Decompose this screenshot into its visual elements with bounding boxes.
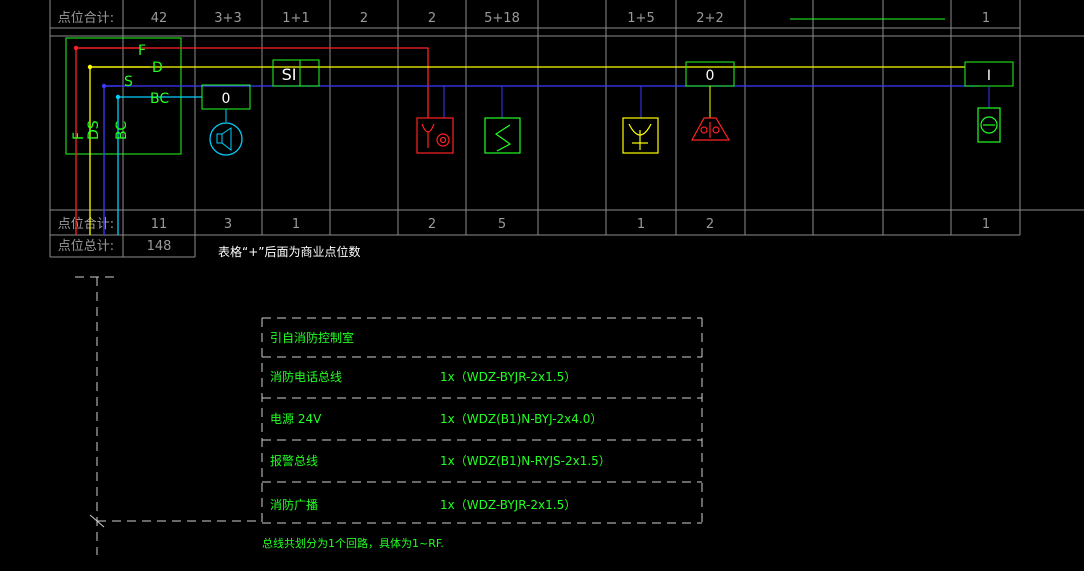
bottom-cell-7: 2 [706,217,714,232]
top-cell-8: 2+2 [696,11,723,26]
grand-total-row: 点位总计: 148 [58,239,172,254]
buses [75,47,980,235]
vertical-labels: F DS BC [71,120,130,140]
label-bc: BC [150,91,169,107]
bottom-cell-3: 1 [292,217,300,232]
bottom-cell-1: 11 [151,217,168,232]
label-f: F [138,43,146,59]
top-cell-1: 42 [151,11,168,26]
fire-panel-box [65,37,182,155]
control-module-label: 0 [706,68,715,84]
table-grid [49,0,1084,258]
legend-footer: 总线共划分为1个回路，具体为1~RF. [262,536,444,550]
label-s: S [124,74,133,90]
junction-dots [73,45,121,100]
top-row-header: 点位合计: [58,11,114,26]
legend-row-1-name: 引自消防控制室 [270,330,354,345]
total-row-header: 点位总计: [58,239,114,254]
legend-row-2-name: 消防电话总线 [270,369,342,384]
vlabel-ds: DS [86,120,102,140]
bottom-cell-8: 1 [982,217,990,232]
legend-text: 引自消防控制室 消防电话总线 1x（WDZ-BYJR-2x1.5） 电源 24V… [262,330,611,550]
bottom-cell-6: 1 [637,217,645,232]
legend-row-3-name: 电源 24V [270,412,322,426]
top-cell-5: 2 [428,11,436,26]
isolator-label: SI [282,65,297,84]
legend-row-4-name: 报警总线 [270,453,318,468]
sounder-strobe-icon [690,117,731,141]
top-total-row: 点位合计: 42 3+3 1+1 2 2 5+18 1+5 2+2 1 [58,11,990,26]
top-cell-3: 1+1 [282,11,309,26]
legend-row-4-cable: 1x（WDZ(B1)N-RYJS-2x1.5） [440,454,611,468]
cable-route-dashed [75,276,262,555]
top-cell-9: 1 [982,11,990,26]
bottom-total-row: 点位合计: 11 3 1 2 5 1 2 1 [58,217,990,232]
vlabel-f: F [71,132,87,140]
flow-indicator-icon [977,107,1001,143]
bottom-cell-4: 2 [428,217,436,232]
input-module-label: I [987,68,991,84]
bus-labels: F D S BC [124,43,169,107]
speaker-icon [209,122,243,156]
smoke-detector-icon [484,117,521,154]
legend-row-2-cable: 1x（WDZ-BYJR-2x1.5） [440,370,576,384]
heat-detector-icon [622,117,659,154]
legend-table [261,317,703,524]
vlabel-bc: BC [114,121,130,140]
top-cell-6: 5+18 [484,11,520,26]
short-circuit-isolator-box [272,59,320,87]
top-cell-4: 2 [360,11,368,26]
legend-row-3-cable: 1x（WDZ(B1)N-BYJ-2x4.0） [440,412,602,426]
alarm-bus [103,85,980,235]
bottom-row-header: 点位合计: [58,217,114,232]
legend-row-5-cable: 1x（WDZ-BYJR-2x1.5） [440,498,576,512]
fire-telephone-jack-icon [416,117,454,154]
broadcast-bus [117,96,202,235]
fire-telephone-bus [75,47,429,235]
top-cell-2: 3+3 [214,11,241,26]
broadcast-module-label: 0 [222,91,231,107]
total-row-value: 148 [147,239,172,254]
top-cell-7: 1+5 [627,11,654,26]
label-d: D [152,60,163,76]
legend-row-5-name: 消防广播 [270,497,318,512]
bottom-cell-5: 5 [498,217,506,232]
bottom-cell-2: 3 [224,217,232,232]
note-text: 表格“+”后面为商业点位数 [218,244,361,259]
